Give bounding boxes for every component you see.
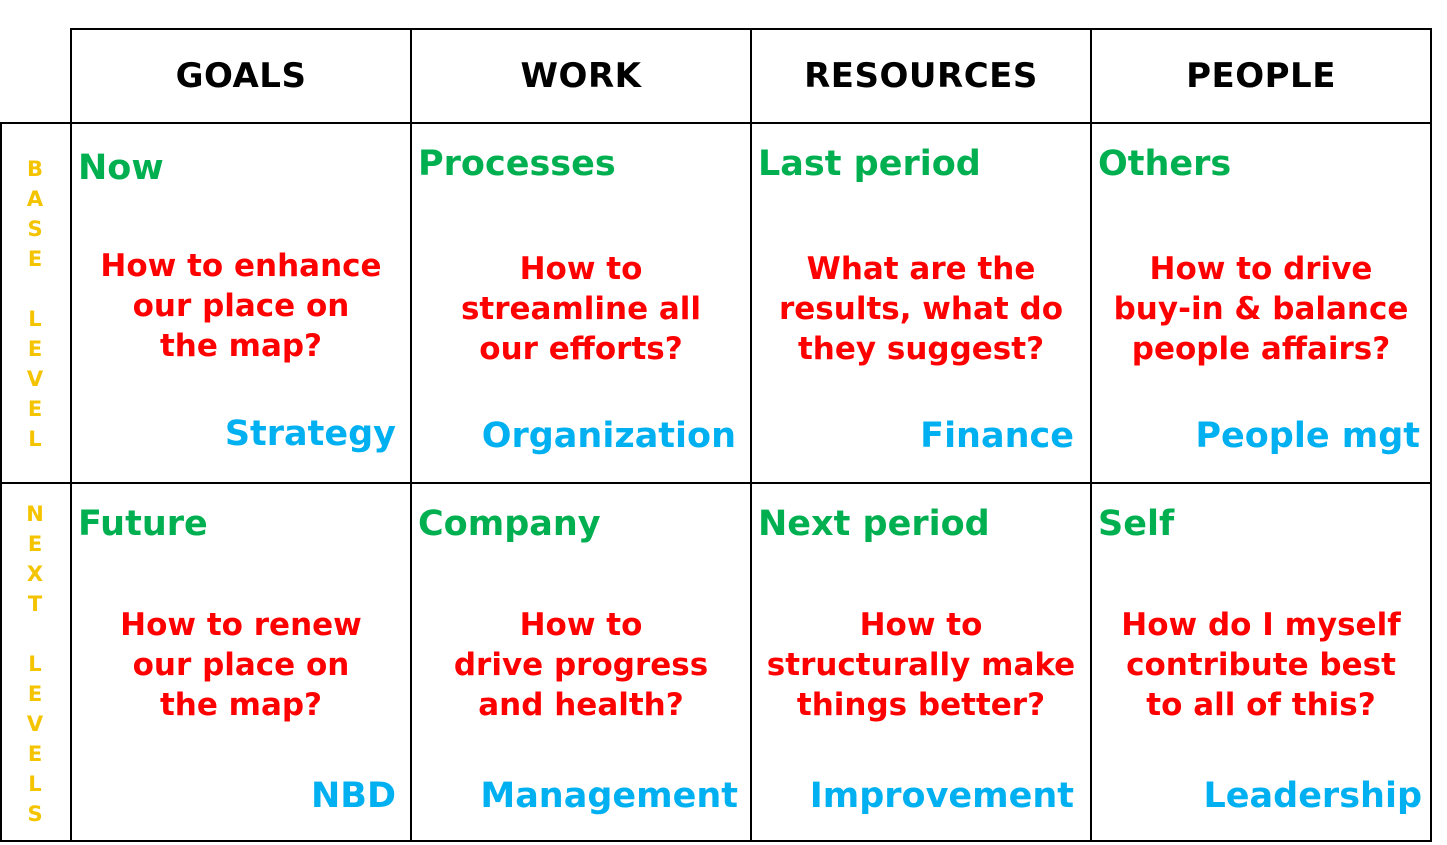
cell-question: How to renew our place on the map? bbox=[120, 607, 362, 723]
cell-question: What are the results, what do they sugge… bbox=[778, 251, 1064, 367]
row-label-letter: L bbox=[28, 652, 42, 676]
column-header-resources: RESOURCES bbox=[804, 56, 1038, 96]
cell-area: Strategy bbox=[224, 414, 396, 454]
cell-question: How to drive progress and health? bbox=[453, 607, 709, 723]
row-label-letter: V bbox=[26, 367, 44, 391]
cell-others: Others How to drive buy-in & balance peo… bbox=[1092, 124, 1430, 480]
cell-question: How to enhance our place on the map? bbox=[100, 248, 382, 364]
row-label-letter: A bbox=[26, 187, 44, 211]
column-header-work: WORK bbox=[520, 56, 642, 96]
cell-topic: Next period bbox=[758, 504, 990, 544]
cell-area: Organization bbox=[481, 416, 736, 456]
cell-question: How to structurally make things better? bbox=[766, 607, 1076, 723]
grid-vertical-line bbox=[410, 28, 412, 842]
cell-area: NBD bbox=[310, 776, 396, 816]
row-label-letter: X bbox=[26, 562, 44, 586]
cell-topic: Last period bbox=[758, 144, 981, 184]
cell-now: Now How to enhance our place on the map?… bbox=[72, 124, 410, 480]
cell-area: Leadership bbox=[1203, 776, 1422, 816]
cell-self: Self How do I myself contribute best to … bbox=[1092, 484, 1430, 840]
row-label-letter: L bbox=[28, 307, 42, 331]
cell-topic: Company bbox=[418, 504, 601, 544]
cell-question: How to streamline all our efforts? bbox=[460, 251, 702, 367]
grid-horizontal-line bbox=[0, 122, 1432, 124]
row-label-letter: E bbox=[27, 337, 43, 361]
row-label-letter: S bbox=[27, 802, 43, 826]
cell-processes: Processes How to streamline all our effo… bbox=[412, 124, 750, 480]
cell-question: How to drive buy-in & balance people aff… bbox=[1113, 251, 1409, 367]
grid-horizontal-line bbox=[0, 482, 1432, 484]
cell-topic: Processes bbox=[418, 144, 616, 184]
cell-future: Future How to renew our place on the map… bbox=[72, 484, 410, 840]
cell-last-period: Last period What are the results, what d… bbox=[752, 124, 1090, 480]
grid-horizontal-line bbox=[0, 840, 1432, 842]
cell-area: People mgt bbox=[1195, 416, 1420, 456]
row-label-letter: E bbox=[27, 682, 43, 706]
cell-area: Management bbox=[480, 776, 738, 816]
cell-topic: Future bbox=[78, 504, 208, 544]
row-label-letter: L bbox=[28, 772, 42, 796]
row-label-letter: E bbox=[27, 742, 43, 766]
row-label-letter: L bbox=[28, 427, 42, 451]
column-header-goals: GOALS bbox=[175, 56, 307, 96]
column-header-people: PEOPLE bbox=[1186, 56, 1336, 96]
row-label-letter: N bbox=[26, 502, 44, 526]
cell-area: Finance bbox=[920, 416, 1074, 456]
row-label-letter: S bbox=[27, 217, 43, 241]
row-label-letter: V bbox=[26, 712, 44, 736]
cell-topic: Others bbox=[1098, 144, 1232, 184]
grid-horizontal-line bbox=[70, 28, 1432, 30]
row-label-letter: E bbox=[27, 247, 43, 271]
grid-vertical-line bbox=[70, 28, 72, 842]
row-label-letter: B bbox=[26, 157, 43, 181]
row-label-letter: E bbox=[27, 532, 43, 556]
grid-vertical-line bbox=[1090, 28, 1092, 842]
cell-area: Improvement bbox=[809, 776, 1074, 816]
cell-next-period: Next period How to structurally make thi… bbox=[752, 484, 1090, 840]
cell-topic: Self bbox=[1098, 504, 1175, 544]
grid-vertical-line bbox=[750, 28, 752, 842]
grid-vertical-line bbox=[1430, 28, 1432, 842]
cell-company: Company How to drive progress and health… bbox=[412, 484, 750, 840]
cell-question: How do I myself contribute best to all o… bbox=[1121, 607, 1401, 723]
row-label-letter: E bbox=[27, 397, 43, 421]
cell-topic: Now bbox=[78, 148, 164, 188]
row-label-letter: T bbox=[27, 592, 43, 616]
